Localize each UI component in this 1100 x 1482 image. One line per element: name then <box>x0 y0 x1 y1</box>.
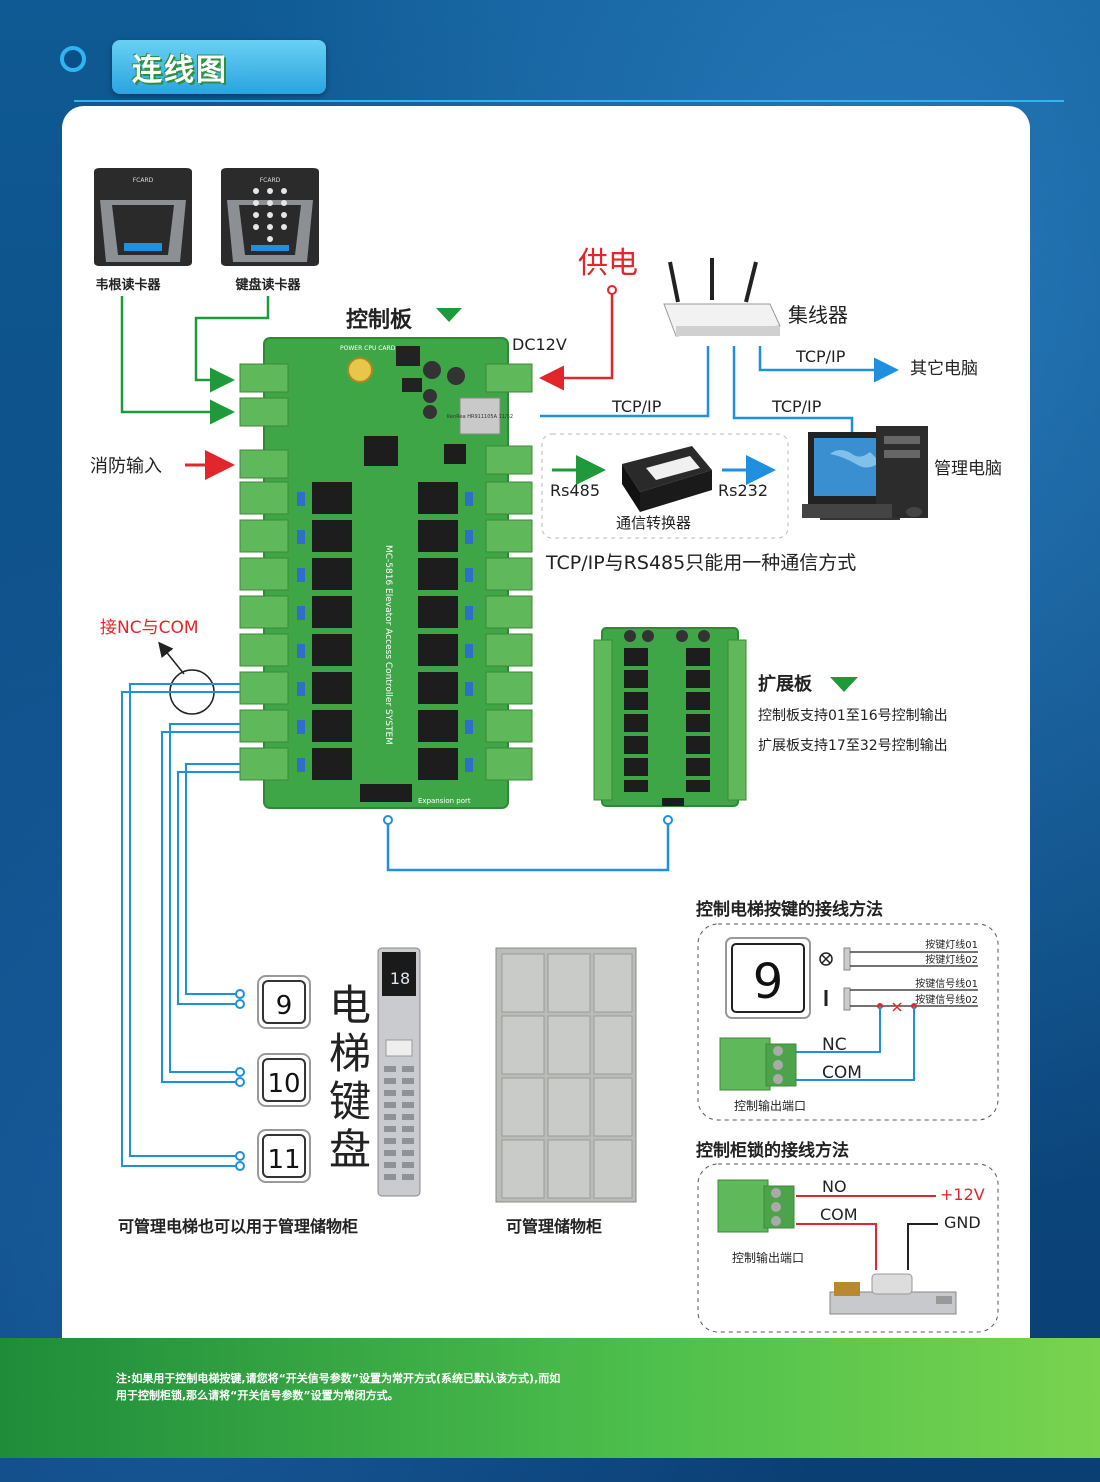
keypad-reader: FCARD <box>221 168 319 266</box>
expansion-board <box>593 627 747 807</box>
lock-no-label: NO <box>822 1177 847 1196</box>
tcpip-to-other-pc <box>758 346 899 383</box>
tcpip-to-board <box>540 346 710 418</box>
elevator-button-9-text: 9 <box>276 991 293 1021</box>
keypad-wire <box>194 296 270 393</box>
button-wiring-box <box>697 923 999 1121</box>
elevator-display: 18 <box>390 969 410 988</box>
hub-label: 集线器 <box>788 303 848 327</box>
wire-lamp-01: 按键灯线01 <box>925 938 978 951</box>
rs485-label: Rs485 <box>550 481 600 500</box>
dc12v-label: DC12V <box>512 335 567 354</box>
lock-output-terminal <box>717 1179 795 1233</box>
wire-signal-01: 按键信号线01 <box>915 977 978 990</box>
wiegand-reader-label: 韦根读卡器 <box>95 277 161 293</box>
electric-lock <box>829 1273 957 1315</box>
keypad-char-3: 键 <box>329 1077 371 1126</box>
expansion-board-triangle-icon <box>830 677 858 692</box>
button-com-label: COM <box>822 1063 862 1083</box>
elevator-button-10-text: 10 <box>267 1069 300 1099</box>
wiring-button-number: 9 <box>753 954 784 1010</box>
lock-wiring-title: 控制柜锁的接线方法 <box>696 1140 849 1161</box>
board-silk-top: POWER CPU CARD <box>340 345 396 352</box>
left-terminals <box>239 363 289 781</box>
fire-input-label: 消防输入 <box>90 456 162 477</box>
page-title: 连线图 <box>132 53 228 88</box>
elevator-button-11-text: 11 <box>267 1145 300 1175</box>
hub-router <box>663 258 781 337</box>
tcpip-label-top: TCP/IP <box>795 347 846 366</box>
footer-note-line2: 用于控制柜锁,那么请将“开关信号参数”设置为常闭方式。 <box>116 1389 399 1402</box>
expansion-cable <box>386 824 670 872</box>
keypad-char-1: 电 <box>329 981 371 1030</box>
title-underline <box>74 100 1064 102</box>
expansion-board-title: 扩展板 <box>758 673 813 695</box>
footer-note: 注:如果用于控制电梯按键,请您将“开关信号参数”设置为常开方式(系统已默认该方式… <box>116 1370 736 1404</box>
keypad-reader-label: 键盘读卡器 <box>234 277 301 293</box>
elevator-button-11: 11 <box>257 1129 311 1183</box>
button-wiring-title: 控制电梯按键的接线方法 <box>696 899 883 920</box>
title-badge: 连线图 <box>112 40 326 94</box>
button-port-label: 控制输出端口 <box>734 1098 806 1113</box>
lock-port-label: 控制输出端口 <box>732 1250 804 1265</box>
manage-pc-label: 管理电脑 <box>934 459 1002 479</box>
wiring-button <box>725 937 811 1019</box>
board-model-text: MC-5816 Elevator Access Controller SYSTE… <box>383 545 393 745</box>
keypad-char-4: 盘 <box>329 1125 371 1174</box>
locker-caption: 可管理储物柜 <box>506 1217 602 1236</box>
button-nc-label: NC <box>822 1035 847 1055</box>
cut-mark-icon <box>892 1002 902 1012</box>
power-node <box>607 285 617 295</box>
button-output-terminal <box>719 1037 797 1091</box>
wiegand-reader: FCARD <box>94 168 192 266</box>
lock-com-label: COM <box>820 1205 858 1224</box>
expansion-line2: 扩展板支持17至32号控制输出 <box>758 738 948 754</box>
nc-com-label: 接NC与COM <box>100 618 199 638</box>
converter-device <box>622 446 712 512</box>
footer-bar <box>0 1338 1100 1458</box>
wire-signal-02: 按键信号线02 <box>915 993 978 1006</box>
diagram-card <box>62 106 1030 1446</box>
keypad-brand: FCARD <box>260 177 281 184</box>
elevator-button-10: 10 <box>257 1053 311 1107</box>
elevator-button-9: 9 <box>257 975 311 1029</box>
chip-label: KenRea HR911105A 11/32 <box>447 414 513 420</box>
expansion-port-node-b <box>663 815 673 825</box>
elevator-caption: 可管理电梯也可以用于管理储物柜 <box>118 1217 358 1236</box>
footer-note-line1: 注:如果用于控制电梯按键,请您将“开关信号参数”设置为常开方式(系统已默认该方式… <box>116 1372 561 1385</box>
control-board-title: 控制板 <box>346 307 413 333</box>
converter-label: 通信转换器 <box>616 514 691 532</box>
rs232-label: Rs232 <box>718 481 768 500</box>
control-board-triangle-icon <box>436 308 462 322</box>
title-bullet-icon <box>60 46 86 72</box>
tcpip-label-board: TCP/IP <box>611 397 662 416</box>
right-terminals <box>485 363 533 781</box>
elevator-wires <box>121 683 240 1167</box>
locker-cabinet <box>495 947 637 1203</box>
power-wire <box>539 294 614 391</box>
manage-pc <box>802 426 928 520</box>
comm-note: TCP/IP与RS485只能用一种通信方式 <box>545 552 856 574</box>
lock-wiring-box <box>697 1163 999 1333</box>
wiegand-brand: FCARD <box>133 177 154 184</box>
expansion-line1: 控制板支持01至16号控制输出 <box>758 708 948 724</box>
keypad-char-2: 梯 <box>329 1029 371 1078</box>
power-supply-label: 供电 <box>578 246 638 281</box>
lock-gnd-label: GND <box>944 1213 981 1232</box>
other-pc-label: 其它电脑 <box>910 359 978 379</box>
expansion-port-node-a <box>383 815 393 825</box>
converter-box <box>541 433 789 539</box>
tcpip-to-manage-pc <box>732 346 854 432</box>
wire-lamp-02: 按键灯线02 <box>925 953 978 966</box>
control-board: KenRea HR911105A 11/32 POWER CPU CARD <box>263 337 513 809</box>
lock-plus12v-label: +12V <box>940 1185 985 1204</box>
tcpip-label-pc: TCP/IP <box>771 397 822 416</box>
elevator-panel: 18 <box>377 947 421 1197</box>
board-silk-bottom: Expansion port <box>418 797 471 805</box>
wiegand-wire <box>120 296 235 425</box>
nc-com-pointer <box>158 641 185 675</box>
